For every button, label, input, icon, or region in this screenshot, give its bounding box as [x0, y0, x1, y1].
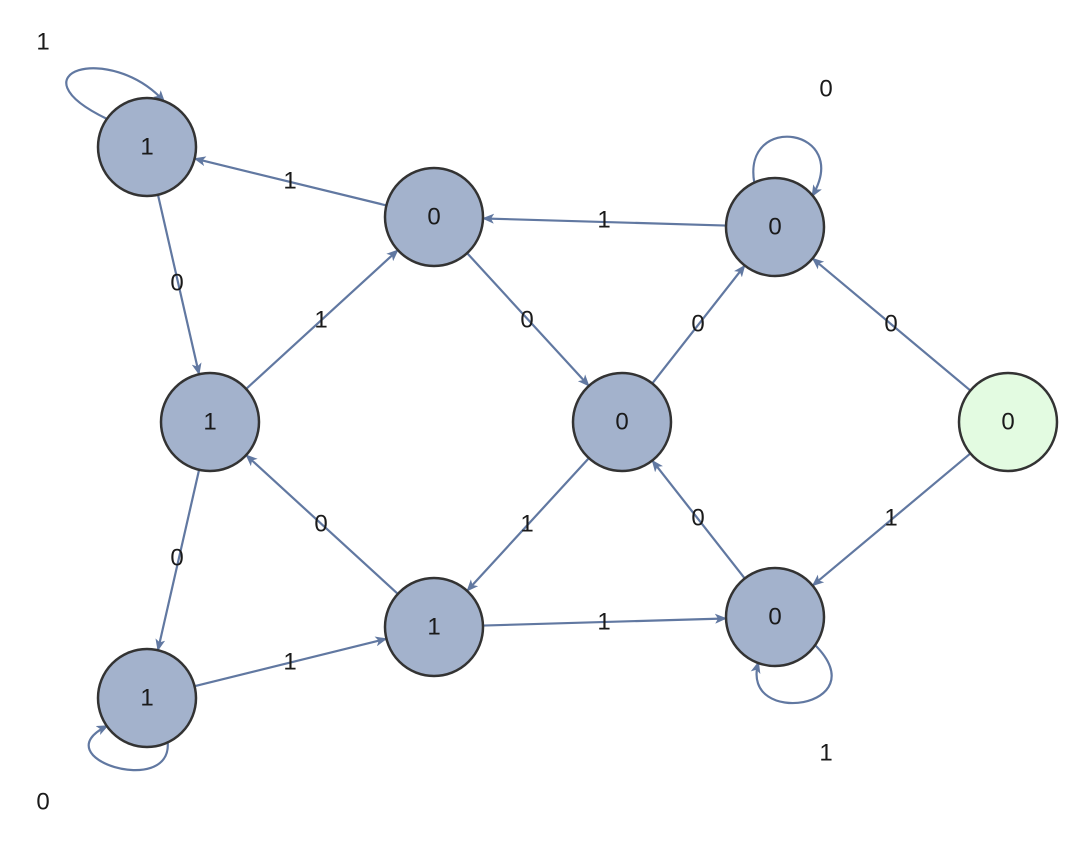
self-loop-label-n7: 0: [36, 789, 49, 816]
edge-n8-n4: [245, 454, 399, 595]
edge-label-n7-n8: 1: [283, 649, 296, 676]
state-node-n9: 0: [724, 566, 826, 668]
node-label: 1: [427, 614, 440, 641]
node-circle: [96, 96, 198, 198]
state-node-n4: 1: [159, 371, 261, 473]
edge-n2-n5: [466, 252, 590, 387]
edge-n6-n9: [811, 452, 972, 587]
edge-label-n1-n4: 0: [170, 270, 183, 297]
edge-label-n6-n3: 0: [884, 311, 897, 338]
node-circle: [96, 647, 198, 749]
self-loop-n7: [87, 725, 169, 772]
node-label: 0: [1001, 409, 1014, 436]
state-node-n6: 0: [957, 371, 1059, 473]
start-node-circle: [957, 371, 1059, 473]
edge-n4-n2: [245, 249, 399, 390]
self-loop-label-n9: 1: [819, 740, 832, 767]
edges-layer: [155, 156, 972, 688]
nodes-layer: 1 0 0 1 0 0 1 1 0: [96, 96, 1059, 749]
self-loop-label-n3: 0: [819, 76, 832, 103]
edge-labels-layer: 1 1 0 1 0 0 0 0 0 1 0 1 1 1 1 0 0 1: [36, 29, 897, 816]
edge-n7-n8: [194, 636, 388, 688]
node-label: 0: [615, 409, 628, 436]
edge-label-n5-n3: 0: [691, 311, 704, 338]
edge-label-n4-n2: 1: [314, 307, 327, 334]
edge-label-n8-n4: 0: [314, 511, 327, 538]
node-circle: [383, 166, 485, 268]
edge-n9-n5: [651, 459, 746, 580]
state-node-n2: 0: [383, 166, 485, 268]
edge-n3-n2: [481, 213, 727, 227]
node-circle: [724, 176, 826, 278]
state-node-n1: 1: [96, 96, 198, 198]
node-circle: [383, 576, 485, 678]
edge-n4-n7: [155, 469, 201, 652]
node-circle: [724, 566, 826, 668]
edge-n1-n4: [156, 194, 202, 376]
self-loops-layer: [65, 67, 833, 772]
node-label: 0: [768, 214, 781, 241]
edge-n2-n1: [193, 156, 387, 207]
state-node-n5: 0: [571, 371, 673, 473]
node-circle: [159, 371, 261, 473]
node-label: 1: [140, 134, 153, 161]
edge-label-n9-n5: 0: [691, 505, 704, 532]
state-node-n7: 1: [96, 647, 198, 749]
edge-label-n2-n1: 1: [283, 168, 296, 195]
node-label: 1: [140, 685, 153, 712]
state-node-n3: 0: [724, 176, 826, 278]
edge-label-n2-n5: 0: [520, 307, 533, 334]
edge-n5-n8: [466, 457, 590, 592]
edge-n8-n9: [482, 613, 728, 627]
edge-label-n3-n2: 1: [597, 207, 610, 234]
edge-label-n8-n9: 1: [597, 609, 610, 636]
self-loop-n9: [750, 644, 833, 705]
node-label: 0: [768, 604, 781, 631]
self-loop-n3: [752, 135, 823, 198]
edge-label-n5-n8: 1: [520, 511, 533, 538]
self-loop-label-n1: 1: [36, 29, 49, 56]
edge-label-n4-n7: 0: [170, 545, 183, 572]
node-label: 1: [203, 409, 216, 436]
edge-n5-n3: [651, 264, 746, 385]
self-loop-n1: [65, 67, 166, 120]
edge-label-n6-n9: 1: [884, 505, 897, 532]
state-node-n8: 1: [383, 576, 485, 678]
node-label: 0: [427, 204, 440, 231]
edge-n6-n3: [811, 257, 972, 392]
node-circle: [571, 371, 673, 473]
